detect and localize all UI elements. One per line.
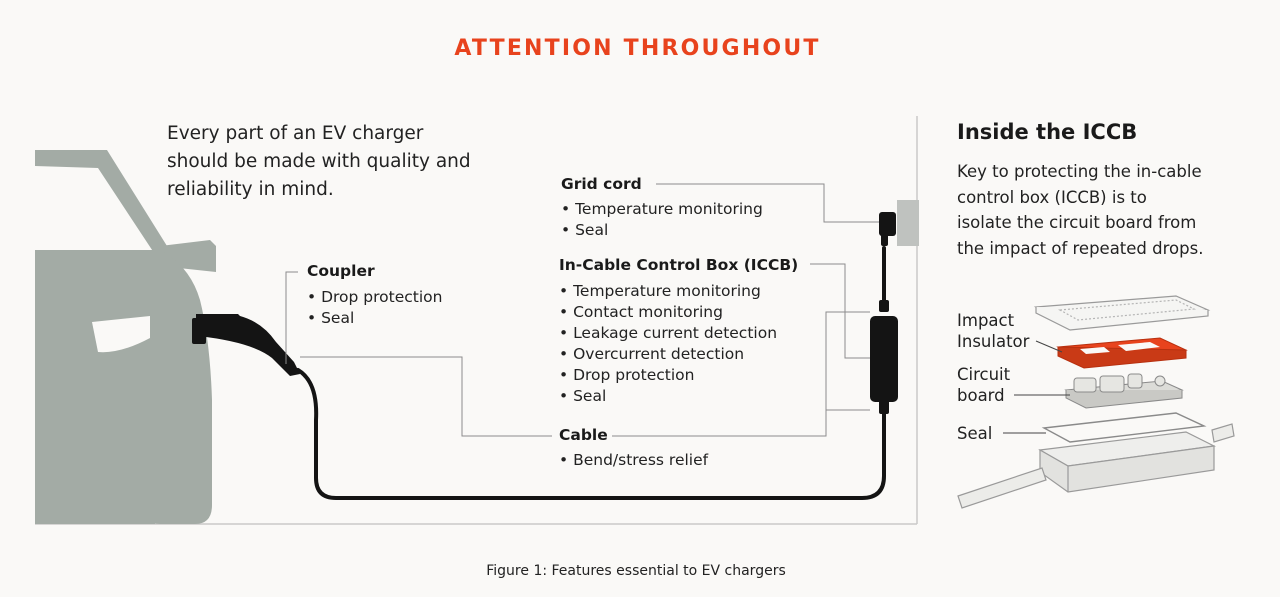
leader-lines [285,183,879,437]
list-item: • Drop protection [307,288,443,306]
impact-insulator-label: Impact Insulator [957,310,1029,352]
figure-caption: Figure 1: Features essential to EV charg… [486,563,786,579]
grid-plug [879,212,896,246]
list-item: • Bend/stress relief [559,451,709,469]
part-label-line: board [957,386,1005,405]
grid-cord-heading: Grid cord [561,175,642,193]
page-title: ATTENTION THROUGHOUT [454,36,821,61]
sidebar-line: Key to protecting the in-cable [957,162,1202,181]
iccb-box [870,300,898,414]
sidebar-line: the impact of repeated drops. [957,238,1204,258]
iccb-exploded-view [957,295,1235,509]
list-item: • Overcurrent detection [559,345,745,363]
seal-label: Seal [957,423,992,444]
circuit-board [1064,373,1184,409]
coupler-list: • Drop protection • Seal [307,287,442,329]
intro-line: should be made with quality and [167,151,471,172]
part-label-line: Insulator [957,332,1030,351]
list-item: • Seal [561,221,609,239]
enclosure-cables [957,423,1235,509]
sidebar-line: control box (ICCB) is to [957,187,1147,207]
cable-list: • Bend/stress relief [559,450,708,471]
coupler-handle [192,314,300,376]
top-cover [1033,295,1211,331]
coupler-heading: Coupler [307,262,375,280]
list-item: • Seal [559,387,607,405]
list-item: • Contact monitoring [559,303,723,321]
iccb-heading: In-Cable Control Box (ICCB) [559,256,799,274]
impact-insulator [1056,337,1188,369]
intro-line: reliability in mind. [167,179,334,200]
list-item: • Leakage current detection [559,324,778,342]
sidebar-line: isolate the circuit board from [957,213,1197,232]
cable-heading: Cable [559,426,608,444]
car-silhouette [35,150,216,524]
part-label-line: Impact [957,311,1015,330]
seal-ring [1041,412,1207,443]
sidebar-body: Key to protecting the in-cable control b… [957,159,1203,261]
intro-text: Every part of an EV charger should be ma… [167,120,471,204]
charging-cable [296,246,886,500]
list-item: • Temperature monitoring [561,200,763,218]
part-leader-lines [1003,340,1070,434]
part-label-line: Seal [957,424,993,443]
sidebar-title: Inside the ICCB [957,120,1138,144]
bottom-enclosure [1038,431,1217,493]
part-label-line: Circuit [957,365,1011,384]
iccb-list: • Temperature monitoring • Contact monit… [559,281,777,407]
headlight [92,316,150,353]
circuit-board-label: Circuit board [957,364,1010,406]
list-item: • Seal [307,309,355,327]
insulator-cutouts [1080,342,1160,354]
grid-cord-list: • Temperature monitoring • Seal [561,199,763,241]
list-item: • Drop protection [559,366,695,384]
intro-line: Every part of an EV charger [167,123,424,144]
wall-outlet [897,200,919,246]
list-item: • Temperature monitoring [559,282,761,300]
